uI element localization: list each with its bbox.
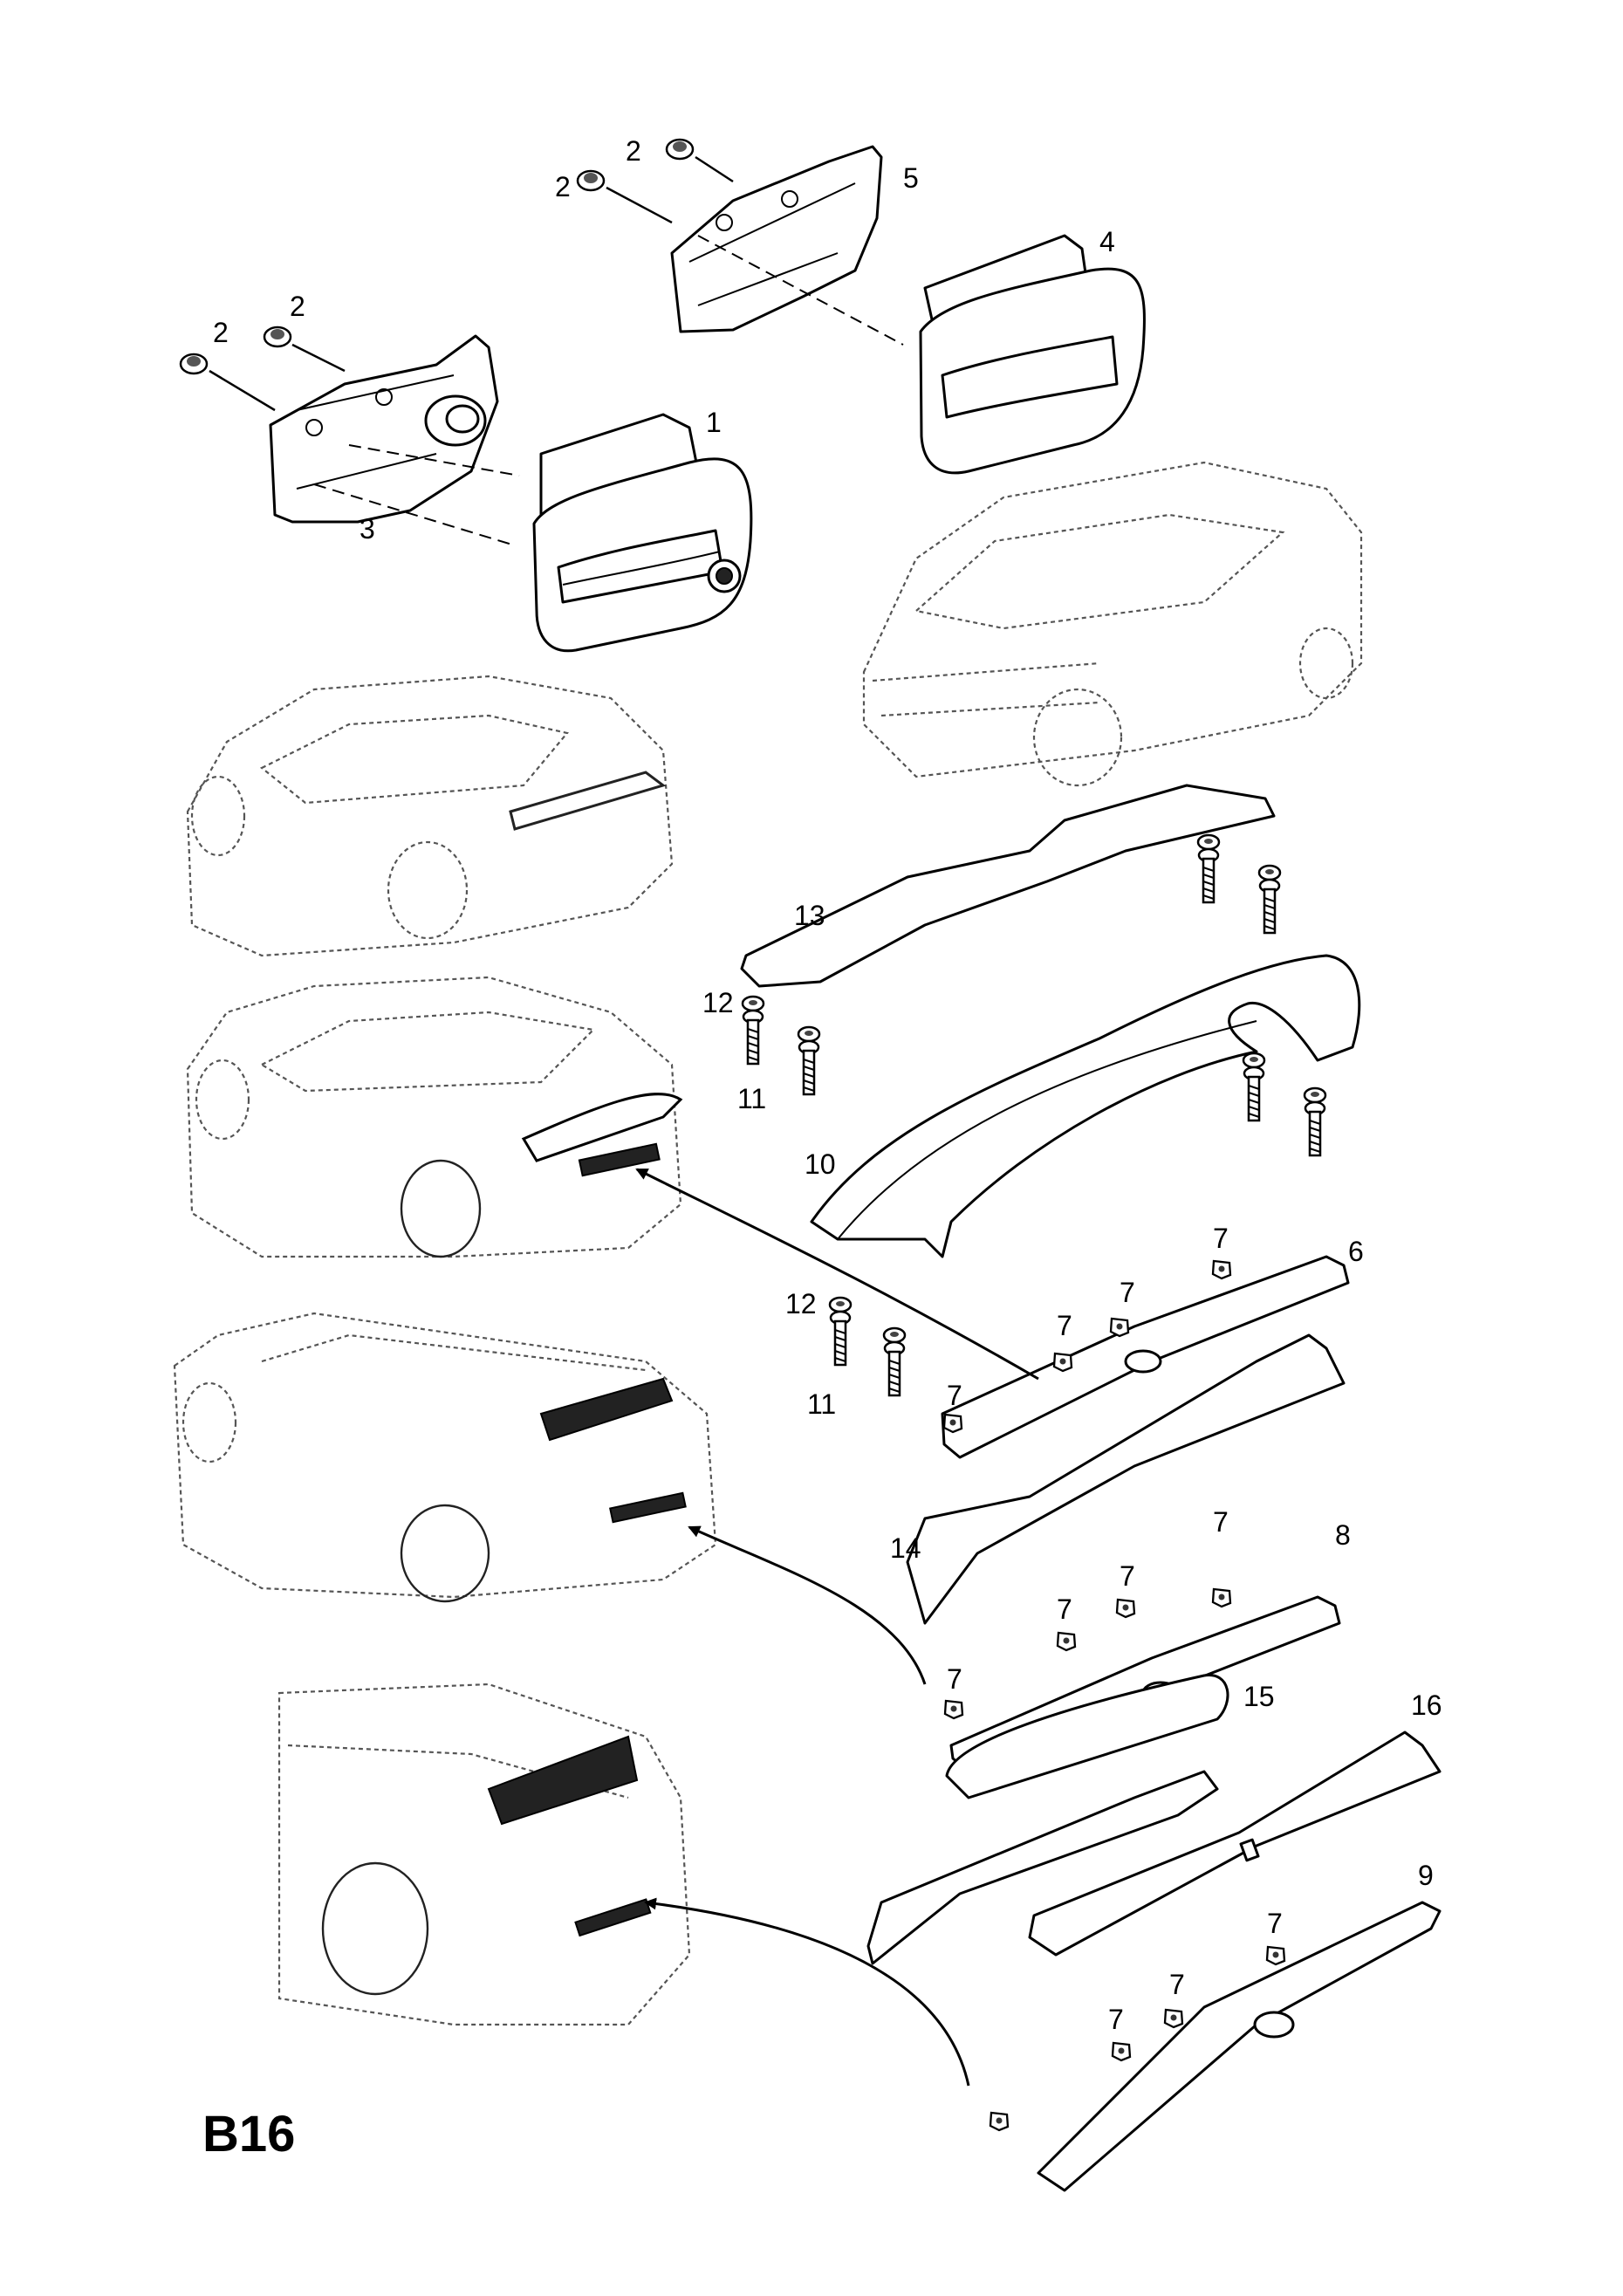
- clip-icon: [1052, 1352, 1073, 1373]
- bolt-icon: [829, 1310, 852, 1367]
- bolt-icon: [883, 1340, 906, 1397]
- clip-icon: [1111, 2041, 1132, 2062]
- sheet-label: B16: [202, 2106, 295, 2162]
- clip-icon: [989, 2111, 1010, 2132]
- callout-2: 2: [213, 317, 229, 348]
- clip-icon: [1115, 1598, 1136, 1619]
- car-estate-rear-view: [173, 1312, 717, 1603]
- callout-12: 12: [702, 987, 734, 1018]
- washer-icon: [1257, 864, 1282, 881]
- callout-2: 2: [555, 171, 571, 202]
- bolt-icon: [1304, 1100, 1326, 1157]
- callout-8: 8: [1335, 1519, 1351, 1551]
- leader-dashed-3-1: [348, 444, 520, 476]
- nut-icon: [576, 169, 606, 192]
- spoiler-15b: [866, 1770, 1219, 1965]
- nut-icon: [263, 326, 292, 348]
- clip-icon: [1211, 1259, 1232, 1280]
- rear-spoiler-10: [810, 954, 1361, 1258]
- callout-11: 11: [807, 1388, 836, 1420]
- clip-icon: [1163, 2008, 1184, 2029]
- washer-icon: [1303, 1086, 1327, 1104]
- bolt-icon: [1197, 847, 1220, 904]
- car-hatchback-rear-view-1: [186, 675, 674, 957]
- washer-icon: [882, 1326, 907, 1344]
- spoiler-14: [906, 1333, 1346, 1625]
- bolt-icon: [1243, 1066, 1265, 1122]
- callout-11: 11: [737, 1083, 766, 1114]
- callout-7: 7: [1213, 1506, 1229, 1538]
- callout-6: 6: [1348, 1236, 1364, 1267]
- handle-bracket-left: [269, 334, 499, 524]
- callout-7: 7: [1267, 1908, 1283, 1939]
- door-handle-front: [532, 413, 753, 653]
- callout-12: 12: [785, 1288, 817, 1319]
- clip-icon: [942, 1413, 963, 1434]
- callout-7: 7: [947, 1663, 962, 1695]
- callout-7: 7: [1213, 1223, 1229, 1254]
- car-mpv-rear-view: [277, 1683, 691, 2026]
- washer-icon: [741, 995, 765, 1012]
- clip-icon: [1265, 1945, 1286, 1966]
- leader-nut: [291, 343, 346, 373]
- spoiler-15: [945, 1674, 1229, 1799]
- washer-icon: [1196, 833, 1221, 851]
- car-hatchback-rear-view-2: [186, 976, 683, 1258]
- callout-7: 7: [947, 1380, 962, 1411]
- callout-16: 16: [1411, 1689, 1442, 1721]
- leader-nut: [209, 369, 276, 412]
- arrow-car-to-trim-9: [644, 1897, 970, 2087]
- callout-1: 1: [706, 407, 722, 438]
- callout-14: 14: [890, 1532, 921, 1564]
- callout-7: 7: [1120, 1277, 1135, 1308]
- rear-spoiler-13: [740, 784, 1276, 988]
- callout-7: 7: [1057, 1593, 1072, 1625]
- callout-7: 7: [1108, 2004, 1124, 2035]
- callout-15: 15: [1243, 1681, 1275, 1712]
- callout-7: 7: [1057, 1310, 1072, 1341]
- leader-dashed-3-1b: [313, 483, 516, 546]
- clip-icon: [943, 1699, 964, 1720]
- callout-13: 13: [794, 900, 825, 931]
- clip-icon: [1056, 1631, 1077, 1652]
- nut-icon: [179, 353, 209, 375]
- callout-3: 3: [360, 513, 375, 545]
- leader-nut: [695, 155, 734, 183]
- arrow-car-to-trim-8: [688, 1525, 927, 1685]
- callout-7: 7: [1169, 1969, 1185, 2000]
- door-handle-rear: [919, 234, 1146, 475]
- callout-4: 4: [1099, 226, 1115, 257]
- callout-2: 2: [290, 291, 305, 322]
- tailgate-trim-9: [1037, 1901, 1442, 2192]
- handle-bracket-right: [670, 145, 883, 333]
- spoiler-16: [1028, 1731, 1442, 1957]
- washer-icon: [828, 1296, 853, 1313]
- leader-nut: [606, 186, 673, 224]
- callout-10: 10: [805, 1148, 836, 1180]
- bolt-icon: [742, 1009, 764, 1066]
- clip-icon: [1211, 1587, 1232, 1608]
- callout-9: 9: [1418, 1860, 1434, 1891]
- callout-7: 7: [1120, 1560, 1135, 1592]
- leader-dashed-5-4: [697, 235, 904, 346]
- tailgate-trim-6: [941, 1255, 1350, 1459]
- nut-icon: [665, 138, 695, 161]
- bolt-icon: [1258, 878, 1281, 935]
- bolt-icon: [798, 1039, 820, 1096]
- callout-2: 2: [626, 135, 641, 167]
- washer-icon: [1242, 1052, 1266, 1069]
- clip-icon: [1109, 1317, 1130, 1338]
- arrow-car-to-trim-6: [635, 1168, 1039, 1381]
- callout-5: 5: [903, 162, 919, 194]
- washer-icon: [797, 1025, 821, 1043]
- car-hatchback-front-view: [862, 461, 1363, 787]
